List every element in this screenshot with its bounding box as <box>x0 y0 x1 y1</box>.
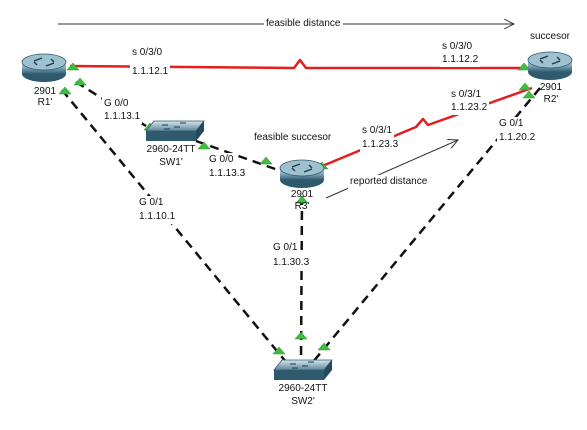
r2-s031-ip-label: 1.1.23.2 <box>449 101 490 115</box>
port-sw2-r3 <box>294 331 308 340</box>
sw1-model-label: 2960-24TT <box>146 144 196 155</box>
r1-g01-if-label: G 0/1 <box>137 196 166 210</box>
r1-name-label: R1' <box>37 97 53 108</box>
port-r1-g01 <box>58 86 72 95</box>
r1-s030-if-label: s 0/3/0 <box>130 46 165 60</box>
r3-g00-ip-label: 1.1.13.3 <box>207 167 248 181</box>
port-r2-s031 <box>518 82 532 91</box>
reported-distance-label: reported distance <box>348 175 430 189</box>
r2-g01-ip-label: 1.1.20.2 <box>497 131 538 145</box>
switch-sw1-icon[interactable] <box>145 120 205 141</box>
port-r1-s030 <box>66 62 80 71</box>
port-sw2-r2 <box>317 342 331 351</box>
router-r3-icon[interactable] <box>279 159 325 188</box>
switch-sw2-icon[interactable] <box>273 359 333 380</box>
r1-g00-ip-label: 1.1.13.1 <box>102 110 143 124</box>
sw2-model-label: 2960-24TT <box>278 383 328 394</box>
r2-s030-ip-label: 1.1.12.2 <box>440 53 481 67</box>
r3-s031-if-label: s 0/3/1 <box>360 124 395 138</box>
feasible-successor-label: feasible succesor <box>254 132 332 143</box>
link-r1-sw2 <box>61 89 287 363</box>
r2-model-label: 2901 <box>539 82 563 93</box>
router-r1-icon[interactable] <box>21 53 67 82</box>
port-r2-g01 <box>522 90 536 99</box>
feasible-distance-label: feasible distance <box>264 17 343 31</box>
r1-g00-if-label: G 0/0 <box>102 97 131 111</box>
r2-s031-if-label: s 0/3/1 <box>449 88 484 102</box>
r1-g01-ip-label: 1.1.10.1 <box>137 210 178 224</box>
ethernet-links <box>61 80 541 363</box>
r3-g01-if-label: G 0/1 <box>271 241 300 255</box>
router-r2-icon[interactable] <box>527 51 573 80</box>
port-sw2-r1 <box>272 346 286 355</box>
r1-s030-ip-label: 1.1.12.1 <box>130 65 171 79</box>
r1-model-label: 2901 <box>33 86 57 97</box>
successor-label: succesor <box>530 31 571 42</box>
r2-g01-if-label: G 0/1 <box>497 117 526 131</box>
r2-name-label: R2' <box>543 94 559 105</box>
link-r1-r2 <box>69 58 530 70</box>
sw1-name-label: SW1' <box>159 157 183 168</box>
r3-model-label: 2901 <box>290 189 314 200</box>
r2-s030-if-label: s 0/3/0 <box>440 40 475 54</box>
sw2-name-label: SW2' <box>291 396 315 407</box>
r3-s031-ip-label: 1.1.23.3 <box>360 138 401 152</box>
r3-name-label: R3' <box>294 201 310 212</box>
port-r1-g00 <box>73 77 87 86</box>
port-r3-g01 <box>295 195 309 204</box>
port-r3-g00 <box>259 156 273 165</box>
r3-g01-ip-label: 1.1.30.3 <box>271 256 312 270</box>
r3-g00-if-label: G 0/0 <box>207 153 236 167</box>
port-r2-s030 <box>517 62 531 71</box>
port-sw1-right <box>197 141 211 150</box>
